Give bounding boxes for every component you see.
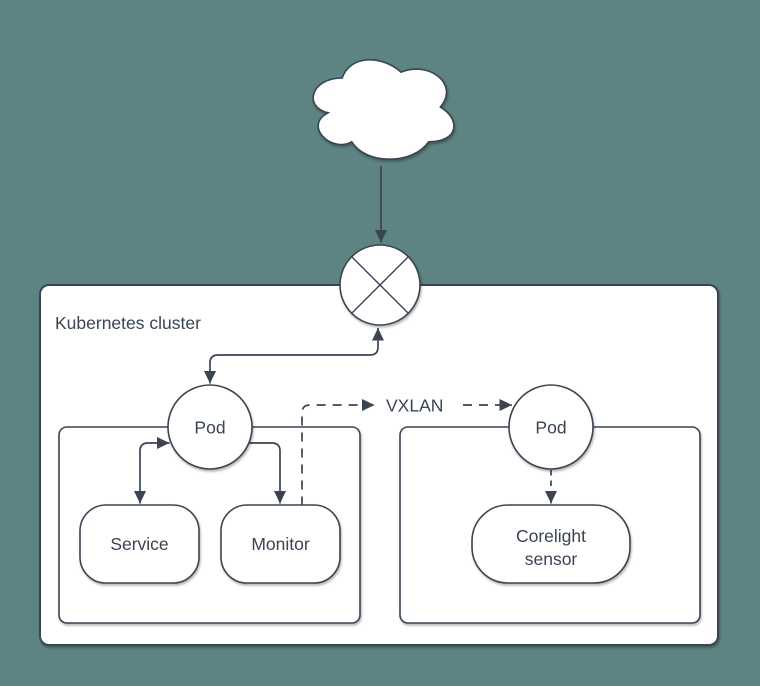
pod-right-circle [508,384,594,470]
pod-left-node: Pod [167,384,253,470]
cluster-title: Kubernetes cluster [55,313,201,333]
vxlan-label: VXLAN [386,396,443,416]
service-label: Service [110,534,168,554]
vxlan-link-left [301,399,375,506]
monitor-node: Monitor [220,504,341,584]
pod-monitor-arrow [249,442,286,504]
service-node: Service [79,504,200,584]
pod-left-label: Pod [194,418,225,438]
internet-cloud-icon [312,59,455,160]
corelight-label-line1: Corelight [516,526,586,546]
corelight-label-line2: sensor [525,549,578,569]
load-balancer-node [339,244,421,326]
corelight-sensor-node: Corelight sensor [471,504,631,584]
monitor-label: Monitor [251,534,310,554]
pod-right-node: Pod [508,384,594,470]
pod-left-circle [167,384,253,470]
pod-right-label: Pod [535,418,566,438]
loadbalancer-pod-link [204,328,384,384]
pod-service-link [134,437,170,504]
